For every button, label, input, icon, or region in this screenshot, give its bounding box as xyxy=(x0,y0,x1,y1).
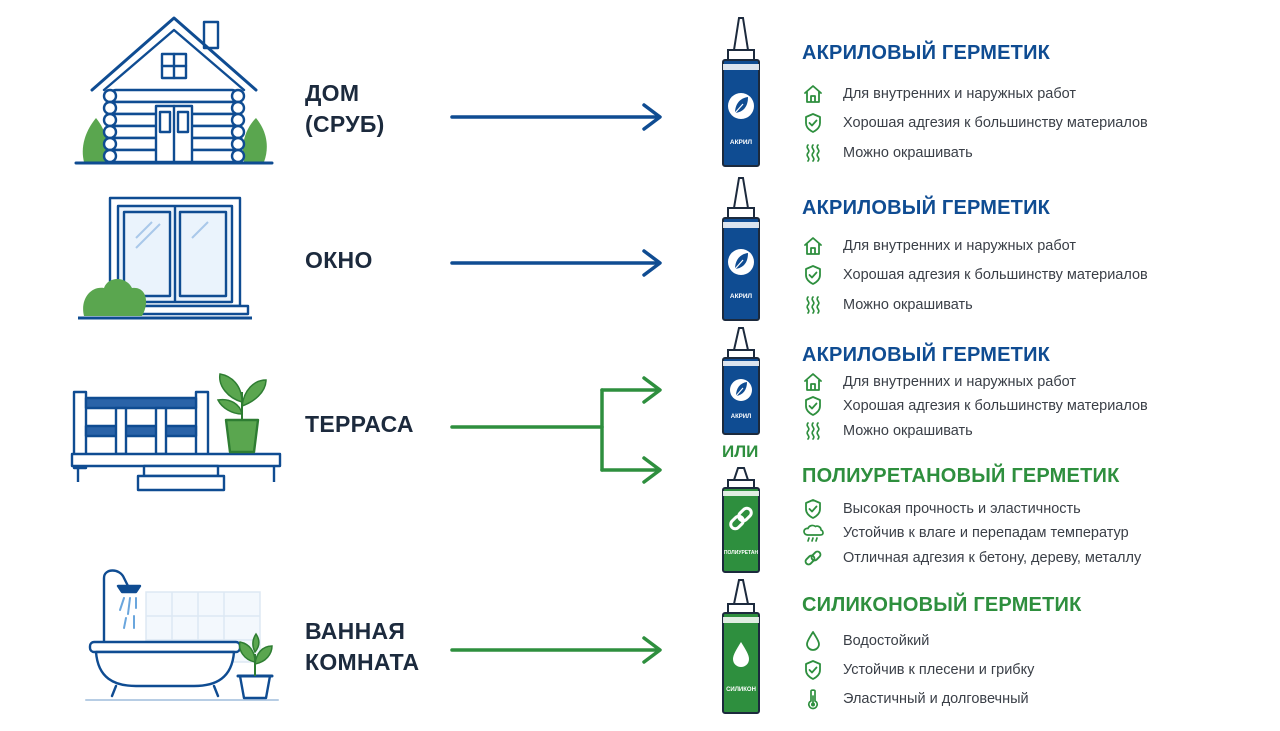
terrace-illustration xyxy=(70,373,282,492)
chain-link-icon xyxy=(804,550,822,566)
sealant-title-acrylic-2: АКРИЛОВЫЙ ГЕРМЕТИК xyxy=(802,197,1051,219)
place-label-window: ОКНО xyxy=(305,245,373,276)
sealant-title-acrylic-3: АКРИЛОВЫЙ ГЕРМЕТИК xyxy=(802,344,1051,366)
sealant-title-polyurethane: ПОЛИУРЕТАНОВЫЙ ГЕРМЕТИК xyxy=(802,465,1120,487)
sealant-title-silicone: СИЛИКОНОВЫЙ ГЕРМЕТИК xyxy=(802,594,1082,616)
place-label-line: (СРУБ) xyxy=(305,111,385,137)
feature-text: Можно окрашивать xyxy=(843,297,973,313)
shield-check-icon xyxy=(805,396,821,416)
place-label-line: ОКНО xyxy=(305,247,373,273)
feature-text: Устойчив к влаге и перепадам температур xyxy=(843,525,1129,541)
feature-text: Отличная адгезия к бетону, дереву, метал… xyxy=(843,550,1142,566)
feature-text: Хорошая адгезия к большинству материалов xyxy=(843,398,1148,414)
shield-check-icon xyxy=(805,113,821,133)
leaf-icon xyxy=(728,93,754,119)
arrow-terrace xyxy=(450,376,662,484)
shield-check-icon xyxy=(805,499,821,519)
thermometer-icon xyxy=(807,689,819,710)
feature-text: Эластичный и долговечный xyxy=(843,691,1029,707)
water-drop-icon xyxy=(806,631,820,651)
feature-text: Хорошая адгезия к большинству материалов xyxy=(843,115,1148,131)
shield-check-icon xyxy=(805,660,821,680)
place-label-line: ВАННАЯ xyxy=(305,618,406,644)
waves-icon xyxy=(806,296,820,314)
leaf-icon xyxy=(730,379,752,401)
connector-arrows xyxy=(450,103,662,664)
polyurethane-tube: ПОЛИУРЕТАН xyxy=(722,467,760,573)
house-icon xyxy=(804,85,822,103)
waves-icon xyxy=(806,144,820,162)
tube-label: СИЛИКОН xyxy=(726,687,756,693)
arrow-window xyxy=(450,249,662,277)
feature-text: Хорошая адгезия к большинству материалов xyxy=(843,267,1148,283)
feature-text: Можно окрашивать xyxy=(843,423,973,439)
arrow-bathroom xyxy=(450,636,662,664)
chain-link-icon xyxy=(729,506,753,531)
tube-label: ПОЛИУРЕТАН xyxy=(724,550,759,556)
feature-text: Для внутренних и наружных работ xyxy=(843,238,1077,254)
waves-icon xyxy=(806,422,820,440)
leaf-icon xyxy=(728,249,754,275)
shield-check-icon xyxy=(805,265,821,285)
house-icon xyxy=(804,373,822,391)
tube-label: АКРИЛ xyxy=(731,414,752,420)
window-illustration xyxy=(78,196,252,320)
sealant-title-acrylic-1: АКРИЛОВЫЙ ГЕРМЕТИК xyxy=(802,42,1051,64)
or-label: ИЛИ xyxy=(722,442,759,461)
acrylic-tube-3: АКРИЛ xyxy=(722,327,760,435)
cloud-rain-icon xyxy=(803,524,824,542)
log-house-illustration xyxy=(74,16,274,165)
place-label-terrace: ТЕРРАСА xyxy=(305,409,414,440)
silicone-tube: СИЛИКОН xyxy=(722,579,760,714)
place-label-bathroom: ВАННАЯ КОМНАТА xyxy=(305,616,419,678)
place-label-line: ДОМ xyxy=(305,80,360,106)
place-label-line: КОМНАТА xyxy=(305,649,420,675)
place-label-house: ДОМ (СРУБ) xyxy=(305,78,385,140)
feature-text: Водостойкий xyxy=(843,633,930,649)
acrylic-tube-1: АКРИЛ xyxy=(722,17,760,167)
feature-text: Высокая прочность и эластичность xyxy=(843,501,1081,517)
tube-label: АКРИЛ xyxy=(730,139,753,146)
feature-text: Устойчив к плесени и грибку xyxy=(843,662,1035,678)
place-label-line: ТЕРРАСА xyxy=(305,411,414,437)
feature-text: Можно окрашивать xyxy=(843,145,973,161)
bathtub-illustration xyxy=(85,569,279,701)
tube-label: АКРИЛ xyxy=(730,293,753,300)
house-icon xyxy=(804,237,822,255)
water-drop-icon xyxy=(733,642,749,667)
feature-text: Для внутренних и наружных работ xyxy=(843,374,1077,390)
feature-text: Для внутренних и наружных работ xyxy=(843,86,1077,102)
arrow-house xyxy=(450,103,662,131)
acrylic-tube-2: АКРИЛ xyxy=(722,177,760,321)
